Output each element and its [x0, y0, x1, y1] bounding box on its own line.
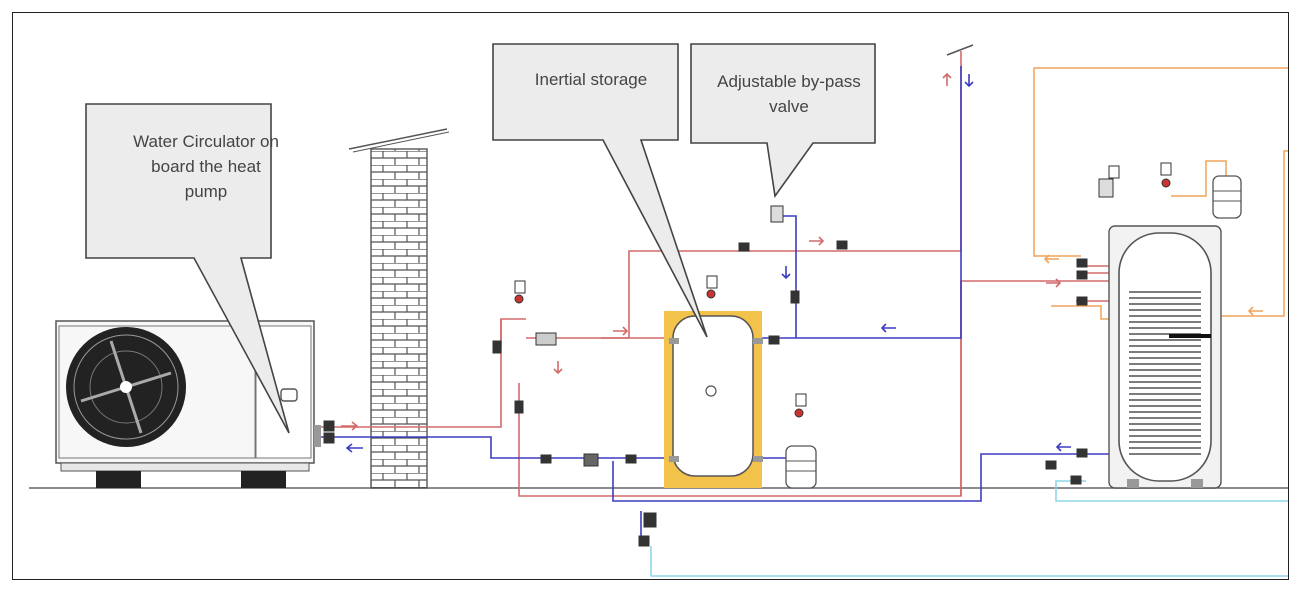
hot-water-cylinder [1108, 225, 1222, 489]
auxiliary-pipes [1033, 67, 1288, 320]
expansion-vessel-right [1212, 175, 1242, 219]
heating-schematic [29, 43, 1288, 577]
callout-inertial-storage [492, 43, 708, 338]
heat-pump-unit [55, 320, 321, 488]
inertial-storage-tank [664, 311, 763, 488]
callout-inertial-storage-text: Inertial storage [534, 70, 648, 89]
diagram-frame: Water Circulator on board the heat pump … [12, 12, 1289, 580]
valve-icons [323, 162, 1172, 547]
callout-water-circulator-text: Water Circulator on board the heat pump [133, 132, 279, 201]
expansion-vessel-left [785, 445, 817, 489]
callout-bypass-valve-text: Adjustable by-pass valve [717, 72, 861, 116]
flow-arrows [341, 72, 1263, 453]
callout-bypass-valve [690, 43, 876, 199]
callout-water-circulator [85, 103, 290, 434]
brick-wall [348, 128, 450, 489]
